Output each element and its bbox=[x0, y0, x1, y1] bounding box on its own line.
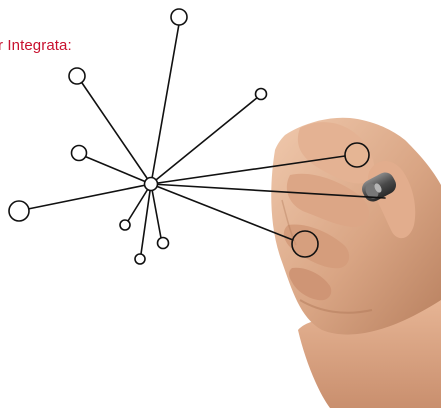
node-right-high bbox=[344, 142, 370, 168]
finger-index bbox=[297, 122, 375, 184]
edge-far-left bbox=[27, 183, 152, 210]
node-top bbox=[170, 8, 188, 26]
node-bottom-right bbox=[156, 236, 170, 250]
node-bottom-left bbox=[119, 219, 131, 231]
marker-pen bbox=[361, 172, 397, 202]
network-diagram bbox=[8, 8, 386, 265]
caption-text: r Integrata: bbox=[0, 37, 72, 54]
finger-little bbox=[289, 267, 332, 301]
node-far-left bbox=[8, 200, 30, 222]
node-upper-right bbox=[254, 87, 268, 101]
edge-bottom-right bbox=[150, 183, 162, 239]
edge-upper-right bbox=[150, 96, 259, 185]
edge-bottom bbox=[140, 183, 152, 255]
hand-with-marker-image bbox=[271, 117, 441, 408]
edge-upper-left bbox=[79, 79, 152, 185]
hub-node bbox=[143, 176, 159, 192]
edge-right-mid bbox=[150, 183, 386, 199]
finger-middle bbox=[286, 173, 369, 227]
edge-top bbox=[150, 23, 180, 185]
finger-ring bbox=[283, 224, 350, 269]
node-upper-left bbox=[68, 67, 86, 85]
edge-right-high bbox=[150, 155, 346, 185]
node-right-low bbox=[291, 230, 319, 258]
node-bottom bbox=[134, 253, 146, 265]
node-left bbox=[70, 144, 88, 162]
edge-right-low bbox=[150, 183, 294, 241]
edge-left bbox=[83, 155, 152, 185]
